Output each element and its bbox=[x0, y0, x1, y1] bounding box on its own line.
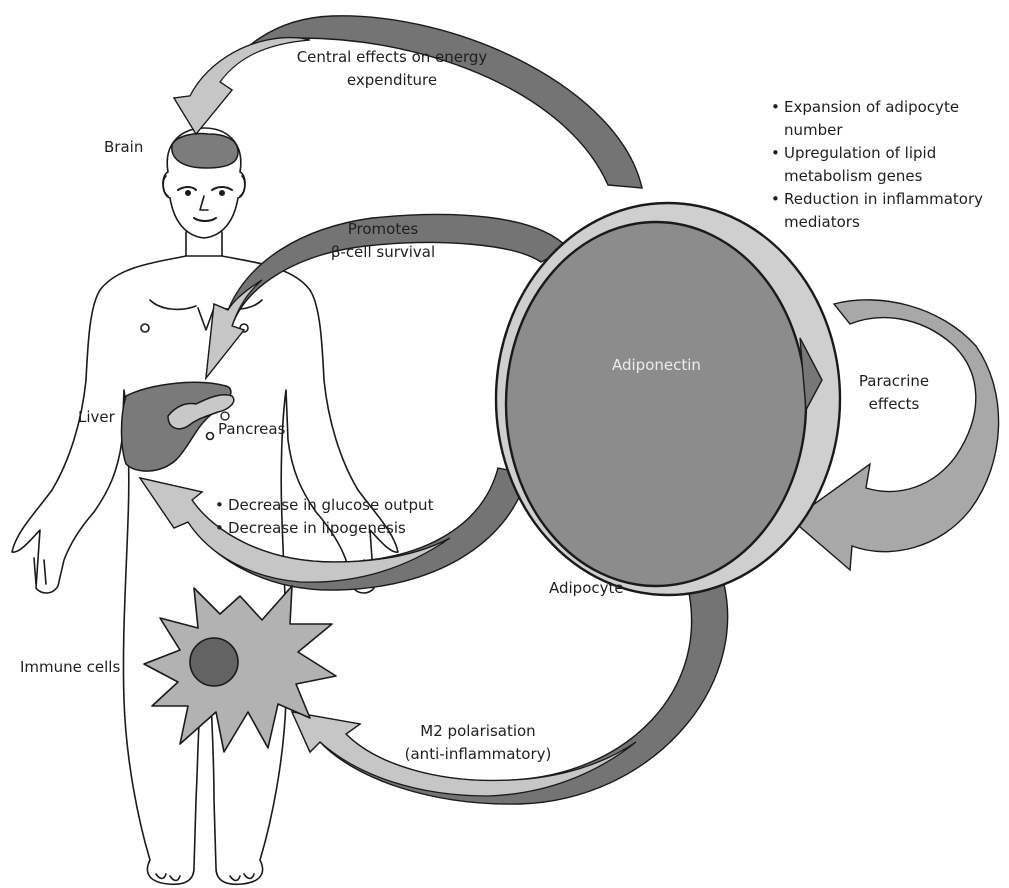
central-effects-line-2: expenditure bbox=[346, 71, 438, 89]
central-effects-line-1: Central effects on energy bbox=[296, 48, 488, 66]
immune-cell bbox=[143, 585, 337, 753]
adipocyte-effects-list: Expansion of adipocyte number Upregulatio… bbox=[771, 96, 983, 234]
m2-line-1: M2 polarisation bbox=[420, 722, 536, 740]
adipocyte-effect-text: Reduction in inflammatory bbox=[784, 190, 984, 208]
m2-polarisation-label: M2 polarisation (anti-inflammatory) bbox=[388, 720, 568, 766]
m2-line-2: (anti-inflammatory) bbox=[404, 745, 552, 763]
pancreas-dot bbox=[220, 411, 230, 421]
arrow-paracrine-effects bbox=[790, 299, 1000, 572]
promotes-line-1: Promotes bbox=[347, 220, 419, 238]
paracrine-label: Paracrine effects bbox=[846, 370, 942, 416]
adipocyte-label: Adipocyte bbox=[549, 579, 624, 597]
paracrine-line-1: Paracrine bbox=[858, 372, 930, 390]
adipocyte-effect-text: mediators bbox=[784, 213, 860, 231]
arrow-central-effects-head bbox=[173, 37, 311, 136]
adipocyte-effect-item: Expansion of adipocyte number bbox=[771, 96, 983, 142]
pancreas-label: Pancreas bbox=[218, 420, 286, 438]
adipocyte-effect-text: metabolism genes bbox=[784, 167, 923, 185]
paracrine-line-2: effects bbox=[868, 395, 920, 413]
adipocyte-effect-item: Reduction in inflammatory mediators bbox=[771, 188, 983, 234]
liver-label: Liver bbox=[78, 408, 115, 426]
brain-region bbox=[171, 132, 239, 169]
arrow-promotes-survival-head bbox=[205, 279, 263, 381]
brain-label: Brain bbox=[104, 138, 144, 156]
promotes-label: Promotes β-cell survival bbox=[328, 218, 438, 264]
arrow-m2-polarisation-head bbox=[290, 711, 637, 797]
central-effects-label: Central effects on energy expenditure bbox=[282, 46, 502, 92]
adiponectin-label: Adiponectin bbox=[612, 356, 701, 374]
adipocyte-effect-text: number bbox=[784, 121, 843, 139]
liver-effect-item: Decrease in glucose output bbox=[215, 494, 433, 517]
arrow-central-effects bbox=[172, 15, 643, 189]
promotes-line-2: β-cell survival bbox=[330, 243, 436, 261]
liver-effects-list: Decrease in glucose output Decrease in l… bbox=[215, 494, 433, 540]
arrow-m2-polarisation bbox=[290, 583, 729, 805]
adipocyte-cell bbox=[494, 201, 842, 597]
adipocyte-effect-item: Upregulation of lipid metabolism genes bbox=[771, 142, 983, 188]
immune-cell-nucleus bbox=[189, 637, 239, 687]
liver-effect-item: Decrease in lipogenesis bbox=[215, 517, 433, 540]
adipocyte-effect-text: Upregulation of lipid bbox=[784, 144, 937, 162]
immune-cells-label: Immune cells bbox=[20, 658, 121, 676]
pancreas-organ bbox=[167, 393, 235, 430]
adipocyte-effect-text: Expansion of adipocyte bbox=[784, 98, 960, 116]
paracrine-marker bbox=[799, 337, 823, 413]
